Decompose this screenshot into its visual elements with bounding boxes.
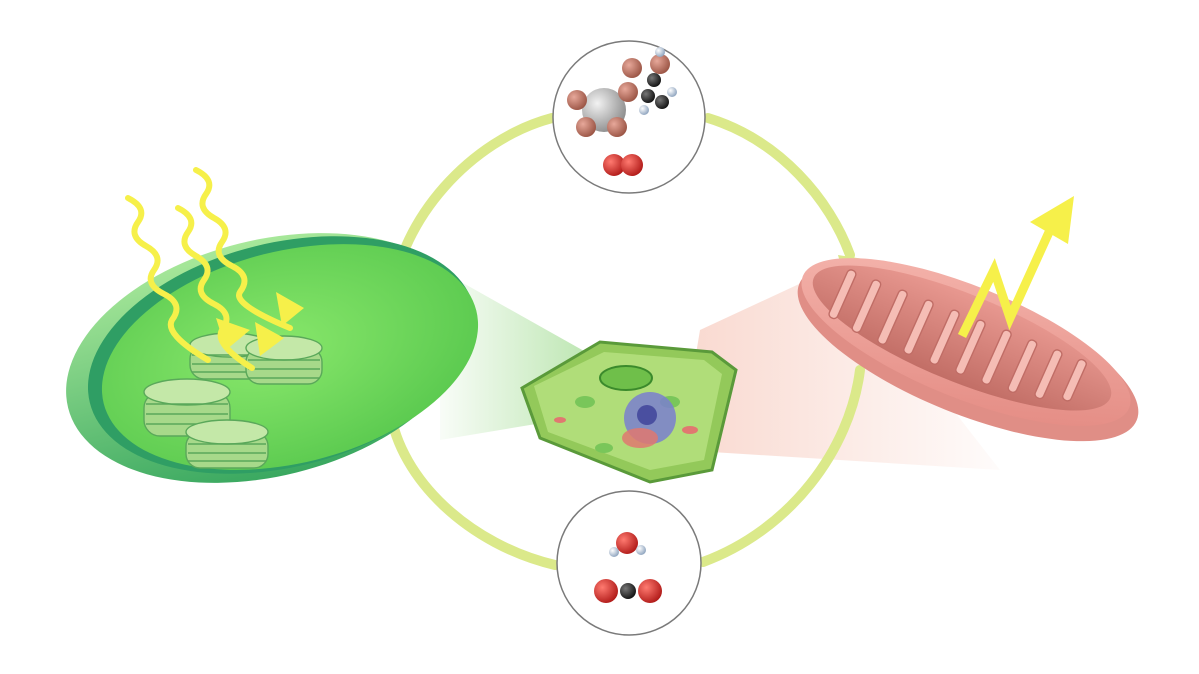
sunlight-ray-3 [193,167,293,331]
cycle-arrow-bottom-left [385,405,560,570]
glucose-and-oxygen-molecules [552,40,706,194]
granum-4 [185,419,269,469]
plant-cell-illustration [520,340,738,484]
sunlight-arrowheads [216,292,304,356]
cycle-arrow-top-right [703,113,855,260]
grana-stacks [143,332,323,469]
mitochondrion-zoom-cone [680,265,1000,470]
sunlight-ray-1 [125,195,211,363]
granum-2 [245,335,323,385]
mitochondrion-illustration [797,258,1139,442]
water-molecule [609,532,646,557]
carbon-dioxide-molecule [594,579,662,603]
cycle-arrows [385,113,865,570]
chloroplast-small [599,365,653,391]
oxygen-molecule [603,154,643,176]
glucose-molecule [567,47,677,137]
cycle-arrow-bottom-right [698,365,865,567]
cristae [828,269,1087,402]
water-and-carbon-dioxide-molecules [556,490,702,636]
energy-zigzag-arrow [957,196,1074,338]
chloroplast-illustration [66,233,479,483]
